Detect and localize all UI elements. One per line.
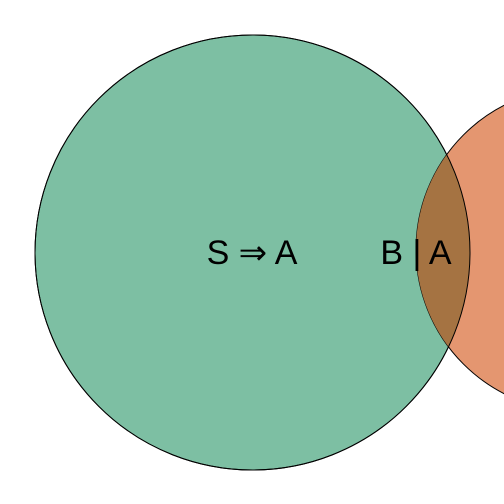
intersection-label: B | A: [380, 234, 452, 272]
left-only-label: S ⇒ A: [207, 234, 298, 272]
left-set-outline: [34, 34, 471, 471]
